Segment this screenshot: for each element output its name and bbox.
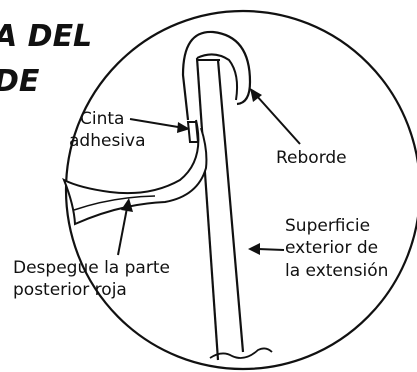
rim-arrowhead [250,88,262,102]
peel-backing [62,119,208,226]
heading-line-2: DE [0,64,40,99]
detail-circle [64,9,417,371]
tape-arrowhead [177,122,190,133]
extension-left-edge [195,57,220,361]
surface-label-line-2: exterior de [285,238,378,258]
surface-arrowhead [248,243,260,255]
tape-label-line-1: Cinta [80,109,124,129]
peel-arrowhead [121,198,133,212]
peel-backing-fold [73,195,156,211]
extension-right-edge [216,59,245,353]
heading-line-1: A DEL [0,19,92,54]
surface-arrow-line [257,248,285,251]
surface-label-line-3: la extensión [285,261,388,281]
rim-label: Reborde [276,148,347,168]
surface-label-line-1: Superficie [285,216,370,236]
rim-inner-edge [196,53,239,101]
rim-arrow-line [255,94,301,145]
tape-label-line-2: adhesiva [69,131,146,151]
peel-label-line-1: Despegue la parte [13,258,170,278]
peel-label-line-2: posterior roja [13,280,127,300]
rim-outline [181,30,252,121]
extension-broken-end [209,347,273,359]
tape-arrow-line [129,118,185,129]
peel-arrow-line [117,207,128,256]
